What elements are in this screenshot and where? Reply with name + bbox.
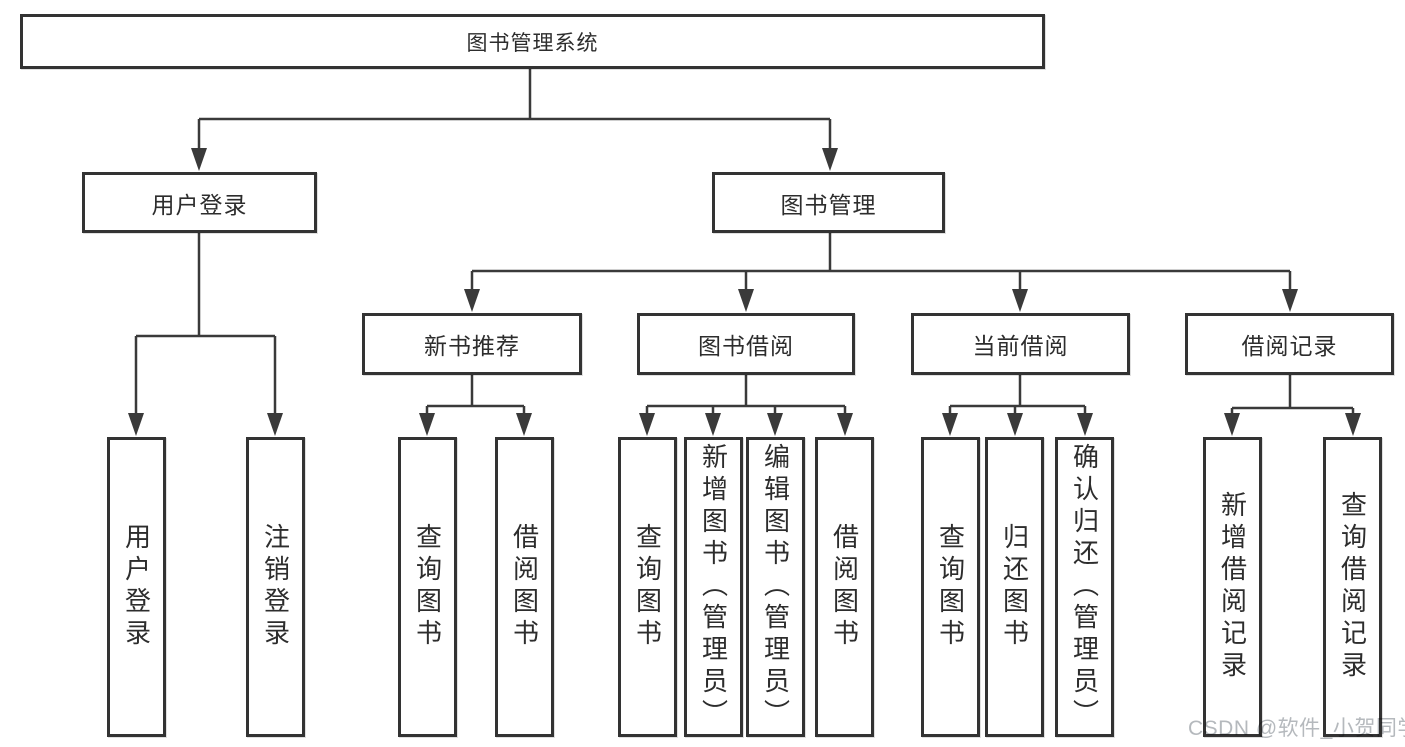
node-label: 图书借阅 — [698, 333, 794, 359]
node-label: 新书推荐 — [424, 333, 520, 359]
node-label: 当前借阅 — [972, 333, 1069, 359]
node-new-book-recommendation: 新书推荐 — [362, 313, 582, 375]
node-label: 注销登录 — [260, 523, 291, 651]
node-book-management: 图书管理 — [712, 172, 945, 233]
leaf-user-login: 用户登录 — [107, 437, 166, 737]
leaf-query-books-recommend: 查询图书 — [398, 437, 457, 737]
node-user-login: 用户登录 — [82, 172, 317, 233]
node-label: 查询图书 — [632, 523, 663, 651]
node-label: 编辑图书（管理员） — [760, 443, 791, 731]
node-library-system: 图书管理系统 — [20, 14, 1045, 69]
node-current-borrowing: 当前借阅 — [911, 313, 1130, 375]
node-label: 图书管理系统 — [466, 31, 599, 55]
node-label: 归还图书 — [999, 523, 1030, 651]
node-label: 借阅图书 — [509, 523, 540, 651]
leaf-borrow-books-recommend: 借阅图书 — [495, 437, 554, 737]
leaf-borrow-books: 借阅图书 — [815, 437, 874, 737]
leaf-query-borrow-record: 查询借阅记录 — [1323, 437, 1382, 737]
node-label: 借阅记录 — [1241, 333, 1338, 359]
leaf-edit-books-admin: 编辑图书（管理员） — [746, 437, 805, 737]
node-label: 查询图书 — [412, 523, 443, 651]
node-label: 图书管理 — [780, 191, 877, 218]
csdn-watermark: CSDN @软件_小贺同学 — [1188, 717, 1405, 740]
leaf-logout: 注销登录 — [246, 437, 305, 737]
leaf-return-books: 归还图书 — [985, 437, 1044, 737]
leaf-add-borrow-record: 新增借阅记录 — [1203, 437, 1262, 737]
node-label: 查询图书 — [935, 523, 966, 651]
node-label: 查询借阅记录 — [1337, 491, 1368, 683]
leaf-confirm-return-admin: 确认归还（管理员） — [1055, 437, 1114, 737]
node-borrowing-records: 借阅记录 — [1185, 313, 1394, 375]
leaf-add-books-admin: 新增图书（管理员） — [684, 437, 743, 737]
node-book-borrowing: 图书借阅 — [637, 313, 855, 375]
node-label: 确认归还（管理员） — [1069, 443, 1100, 731]
leaf-query-books-current: 查询图书 — [921, 437, 980, 737]
leaf-query-books-borrowing: 查询图书 — [618, 437, 677, 737]
node-label: 新增借阅记录 — [1217, 491, 1248, 683]
node-label: 借阅图书 — [829, 523, 860, 651]
node-label: 用户登录 — [151, 191, 248, 218]
node-label: 用户登录 — [121, 523, 152, 651]
node-label: 新增图书（管理员） — [698, 443, 729, 731]
